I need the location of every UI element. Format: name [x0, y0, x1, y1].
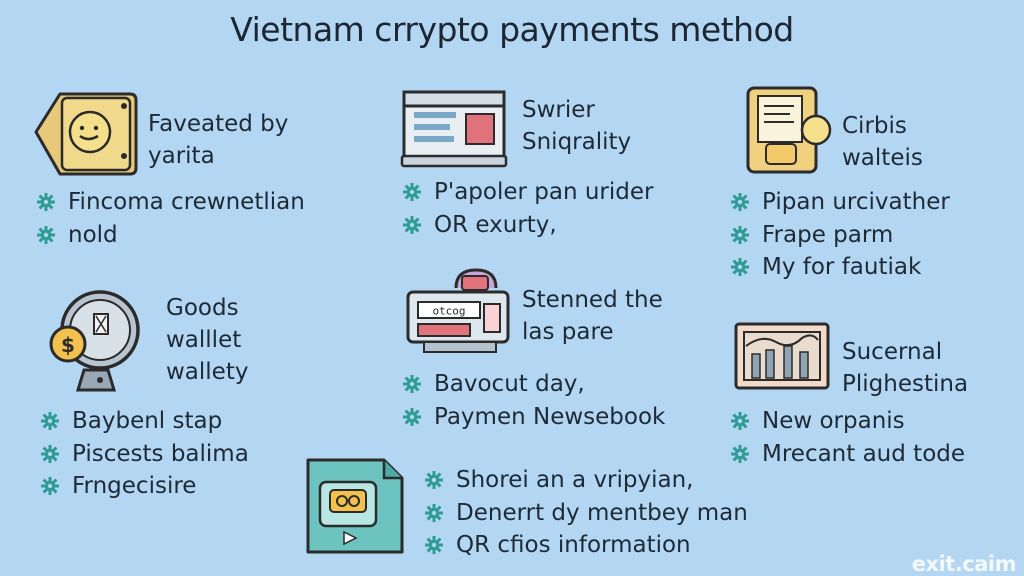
gear-bullet-icon: [402, 406, 422, 427]
gear-bullet-icon: [730, 411, 750, 432]
terminal-label: otcog: [432, 305, 465, 318]
list-item: Mrecant aud tode: [730, 438, 965, 471]
list-item: Piscests balima: [40, 438, 249, 471]
gear-bullet-icon: [730, 443, 750, 464]
section-list: P'apoler pan urider OR exurty,: [402, 176, 653, 241]
gear-bullet-icon: [424, 502, 444, 523]
list-item: OR exurty,: [402, 209, 653, 242]
payment-terminal-icon: [400, 90, 508, 168]
gear-bullet-icon: [40, 411, 60, 432]
list-item: Frngecisire: [40, 470, 249, 503]
list-item: Baybenl stap: [40, 405, 249, 438]
list-item: Bavocut day,: [402, 368, 665, 401]
coin-symbol: $: [61, 333, 75, 357]
gear-bullet-icon: [36, 192, 56, 213]
wallet-mirror-icon: $: [49, 290, 140, 392]
watermark: exit.caim: [911, 552, 1017, 576]
list-item: QR cfios information: [424, 529, 748, 562]
section-list: Bavocut day, Paymen Newsebook: [402, 368, 665, 433]
gear-bullet-icon: [36, 224, 56, 245]
gear-bullet-icon: [424, 470, 444, 491]
gear-bullet-icon: [40, 443, 60, 464]
gear-bullet-icon: [402, 182, 422, 203]
list-item: nold: [36, 219, 305, 252]
list-item: My for fautiak: [730, 251, 950, 284]
list-item: Shorei an a vripyian,: [424, 464, 748, 497]
list-item: P'apoler pan urider: [402, 176, 653, 209]
page-title: Vietnam crrypto payments method: [230, 10, 794, 49]
list-item: New orpanis: [730, 405, 965, 438]
gear-bullet-icon: [730, 257, 750, 278]
video-document-icon: [306, 458, 404, 554]
list-item: Fincoma crewnetlian: [36, 186, 305, 219]
stock-chart-icon: [734, 322, 830, 390]
gear-bullet-icon: [730, 192, 750, 213]
card-reader-icon: otcog: [406, 268, 510, 353]
gear-bullet-icon: [40, 476, 60, 497]
section-list: Shorei an a vripyian, Denerrt dy mentbey…: [424, 464, 748, 562]
section-list: Fincoma crewnetlian nold: [36, 186, 305, 251]
gear-bullet-icon: [402, 374, 422, 395]
section-list: Pipan urcivather Frape parm My for fauti…: [730, 186, 950, 284]
safe-vault-icon: [34, 92, 138, 176]
list-item: Paymen Newsebook: [402, 401, 665, 434]
gear-bullet-icon: [424, 535, 444, 556]
list-item: Pipan urcivather: [730, 186, 950, 219]
list-item: Frape parm: [730, 219, 950, 252]
document-coin-icon: [746, 86, 832, 174]
section-list: New orpanis Mrecant aud tode: [730, 405, 965, 470]
list-item: Denerrt dy mentbey man: [424, 497, 748, 530]
section-list: Baybenl stap Piscests balima Frngecisire: [40, 405, 249, 503]
gear-bullet-icon: [730, 224, 750, 245]
gear-bullet-icon: [402, 214, 422, 235]
